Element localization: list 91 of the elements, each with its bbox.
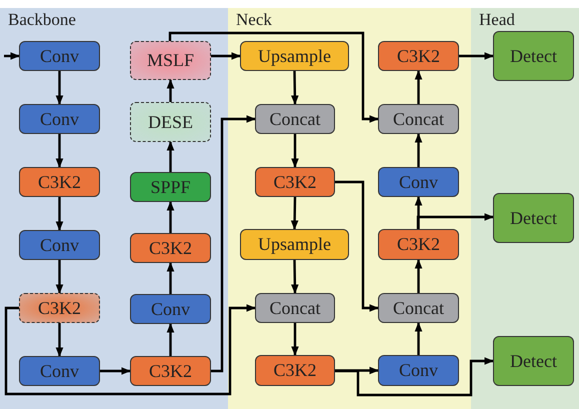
module-box xyxy=(378,293,459,323)
module-label: Concat xyxy=(270,298,320,318)
section-band xyxy=(471,8,579,409)
arrow xyxy=(335,357,494,396)
arrow xyxy=(291,260,299,294)
arrow xyxy=(335,180,379,312)
module-box xyxy=(130,356,211,386)
module-box xyxy=(378,167,459,197)
arrow xyxy=(414,259,422,293)
module-label: Concat xyxy=(393,298,444,318)
module-label: Detect xyxy=(510,350,557,372)
module-box xyxy=(19,167,100,197)
section-title: Head xyxy=(479,10,515,30)
module-box xyxy=(240,229,349,260)
arrow xyxy=(166,262,174,294)
arrow xyxy=(56,260,64,294)
module-label: Detect xyxy=(510,46,557,66)
arrow xyxy=(56,323,64,357)
module-label: DESE xyxy=(148,112,193,132)
module-label: Conv xyxy=(398,172,438,192)
section-band xyxy=(228,8,471,409)
module-box xyxy=(19,356,100,386)
module-box xyxy=(493,193,574,243)
module-label: C3K2 xyxy=(38,172,81,192)
arrow xyxy=(56,71,64,105)
module-box xyxy=(255,293,335,323)
module-box xyxy=(130,172,211,202)
section-band xyxy=(0,8,228,409)
module-label: C3K2 xyxy=(273,360,316,381)
module-box xyxy=(130,294,211,324)
module-box xyxy=(493,31,574,81)
module-label: Conv xyxy=(40,108,79,130)
arrow xyxy=(168,32,379,123)
module-box xyxy=(130,41,211,80)
module-box xyxy=(493,336,574,386)
arrow xyxy=(416,213,494,229)
section-title: Neck xyxy=(236,10,272,30)
arrow xyxy=(56,134,64,168)
module-label: Conv xyxy=(150,298,190,320)
section-title: Backbone xyxy=(8,10,76,30)
arrow xyxy=(414,133,422,167)
arrow xyxy=(166,323,174,356)
module-label: Conv xyxy=(398,360,438,381)
arrow xyxy=(166,201,174,233)
module-box xyxy=(255,355,335,386)
module-label: SPPF xyxy=(150,176,191,198)
module-label: Conv xyxy=(40,360,79,382)
module-label: C3K2 xyxy=(273,172,316,192)
module-label: Conv xyxy=(40,46,79,66)
arrow xyxy=(290,196,298,230)
module-label: C3K2 xyxy=(38,298,81,318)
module-label: MSLF xyxy=(146,50,194,71)
arrow xyxy=(414,322,422,355)
module-label: C3K2 xyxy=(396,234,440,255)
module-box xyxy=(255,104,335,134)
module-box xyxy=(378,229,459,260)
arrow xyxy=(166,79,174,102)
arrow xyxy=(4,304,256,396)
module-label: Concat xyxy=(393,108,444,130)
arrow xyxy=(100,367,131,375)
arrow xyxy=(459,52,494,60)
arrow xyxy=(414,70,422,104)
module-box xyxy=(378,104,459,134)
module-label: Upsample xyxy=(258,234,331,255)
arrow xyxy=(291,70,299,105)
module-box xyxy=(19,104,100,134)
module-label: C3K2 xyxy=(148,360,192,382)
arrow xyxy=(166,141,174,172)
module-label: Conv xyxy=(40,234,79,256)
module-label: Detect xyxy=(510,208,557,228)
arrow xyxy=(335,366,379,374)
module-box xyxy=(19,41,100,71)
arrow xyxy=(291,323,299,356)
arrow xyxy=(4,52,20,60)
module-box xyxy=(240,41,349,71)
module-box xyxy=(130,233,211,263)
module-label: C3K2 xyxy=(396,46,440,66)
module-box xyxy=(130,102,211,142)
module-label: Concat xyxy=(270,108,320,130)
module-label: C3K2 xyxy=(148,238,192,258)
arrow xyxy=(414,196,422,229)
arrow xyxy=(211,52,241,60)
module-label: Upsample xyxy=(258,46,331,66)
module-box xyxy=(378,355,459,386)
module-box xyxy=(378,41,459,71)
arrow xyxy=(211,115,256,372)
module-box xyxy=(255,167,335,197)
module-box xyxy=(19,293,100,323)
arrow xyxy=(56,197,64,231)
module-box xyxy=(19,230,100,260)
arrow xyxy=(291,134,299,168)
